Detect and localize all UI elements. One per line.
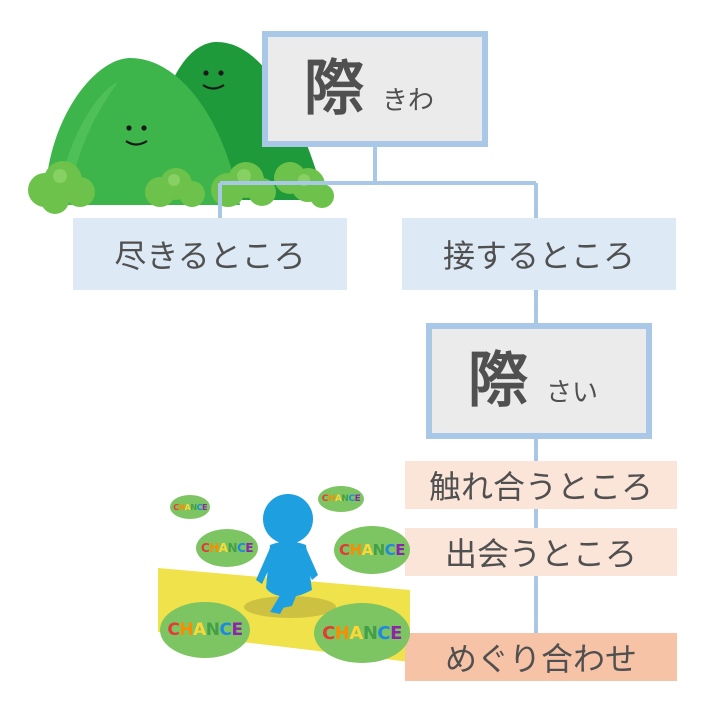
chance-letter: C — [338, 541, 350, 559]
chance-letter: C — [167, 620, 180, 640]
chance-letter: N — [372, 541, 386, 559]
chance-letter: C — [196, 502, 203, 512]
chance-letter: H — [209, 541, 219, 555]
chance-letter: C — [200, 541, 210, 555]
chance-letter: H — [327, 494, 336, 504]
chance-letter: N — [341, 494, 349, 504]
chance-letter: E — [395, 541, 405, 559]
chance-letter: A — [349, 622, 363, 644]
meaning-meguriawase: めぐり合わせ — [405, 633, 677, 681]
chance-letter: A — [193, 620, 206, 640]
chance-letter: N — [227, 541, 238, 555]
kanji-kiwa: 際 — [304, 54, 364, 124]
chance-letter: A — [218, 541, 228, 555]
chance-letter: E — [201, 502, 207, 512]
chance-letter: A — [184, 502, 191, 512]
chance-letter: N — [362, 622, 378, 644]
branch-left-box: 尽きるところ — [73, 218, 347, 290]
meaning-fureau: 触れ合うところ — [405, 461, 677, 509]
chance-letter: C — [322, 622, 335, 644]
node-kiwa: 際 きわ — [262, 31, 488, 147]
reading-sai: さい — [546, 377, 599, 408]
chance-letter: A — [334, 494, 342, 504]
meaning-deau: 出会うところ — [405, 528, 677, 576]
node-sai: 際 さい — [426, 323, 652, 439]
chance-letter: H — [349, 541, 363, 559]
branch-right-box: 接するところ — [402, 218, 676, 290]
chance-letter: A — [361, 541, 374, 559]
chance-letter: E — [390, 622, 402, 644]
chance-letter: E — [231, 620, 243, 640]
chance-letter: C — [219, 620, 232, 640]
chance-letter: C — [348, 494, 355, 504]
chance-letter: C — [237, 541, 246, 555]
chance-letter: N — [190, 502, 197, 512]
chance-letter: E — [354, 494, 361, 504]
chance-letter: H — [334, 622, 350, 644]
chance-letter: C — [173, 502, 179, 512]
reading-kiwa: きわ — [382, 85, 435, 116]
chance-letter: H — [178, 502, 185, 512]
chance-letter: H — [179, 620, 194, 640]
chance-letter: E — [245, 541, 254, 555]
chance-letter: C — [384, 541, 396, 559]
kanji-sai: 際 — [468, 346, 528, 416]
chance-letter: N — [205, 620, 220, 640]
chance-letter: C — [321, 494, 329, 504]
chance-letter: C — [377, 622, 391, 644]
